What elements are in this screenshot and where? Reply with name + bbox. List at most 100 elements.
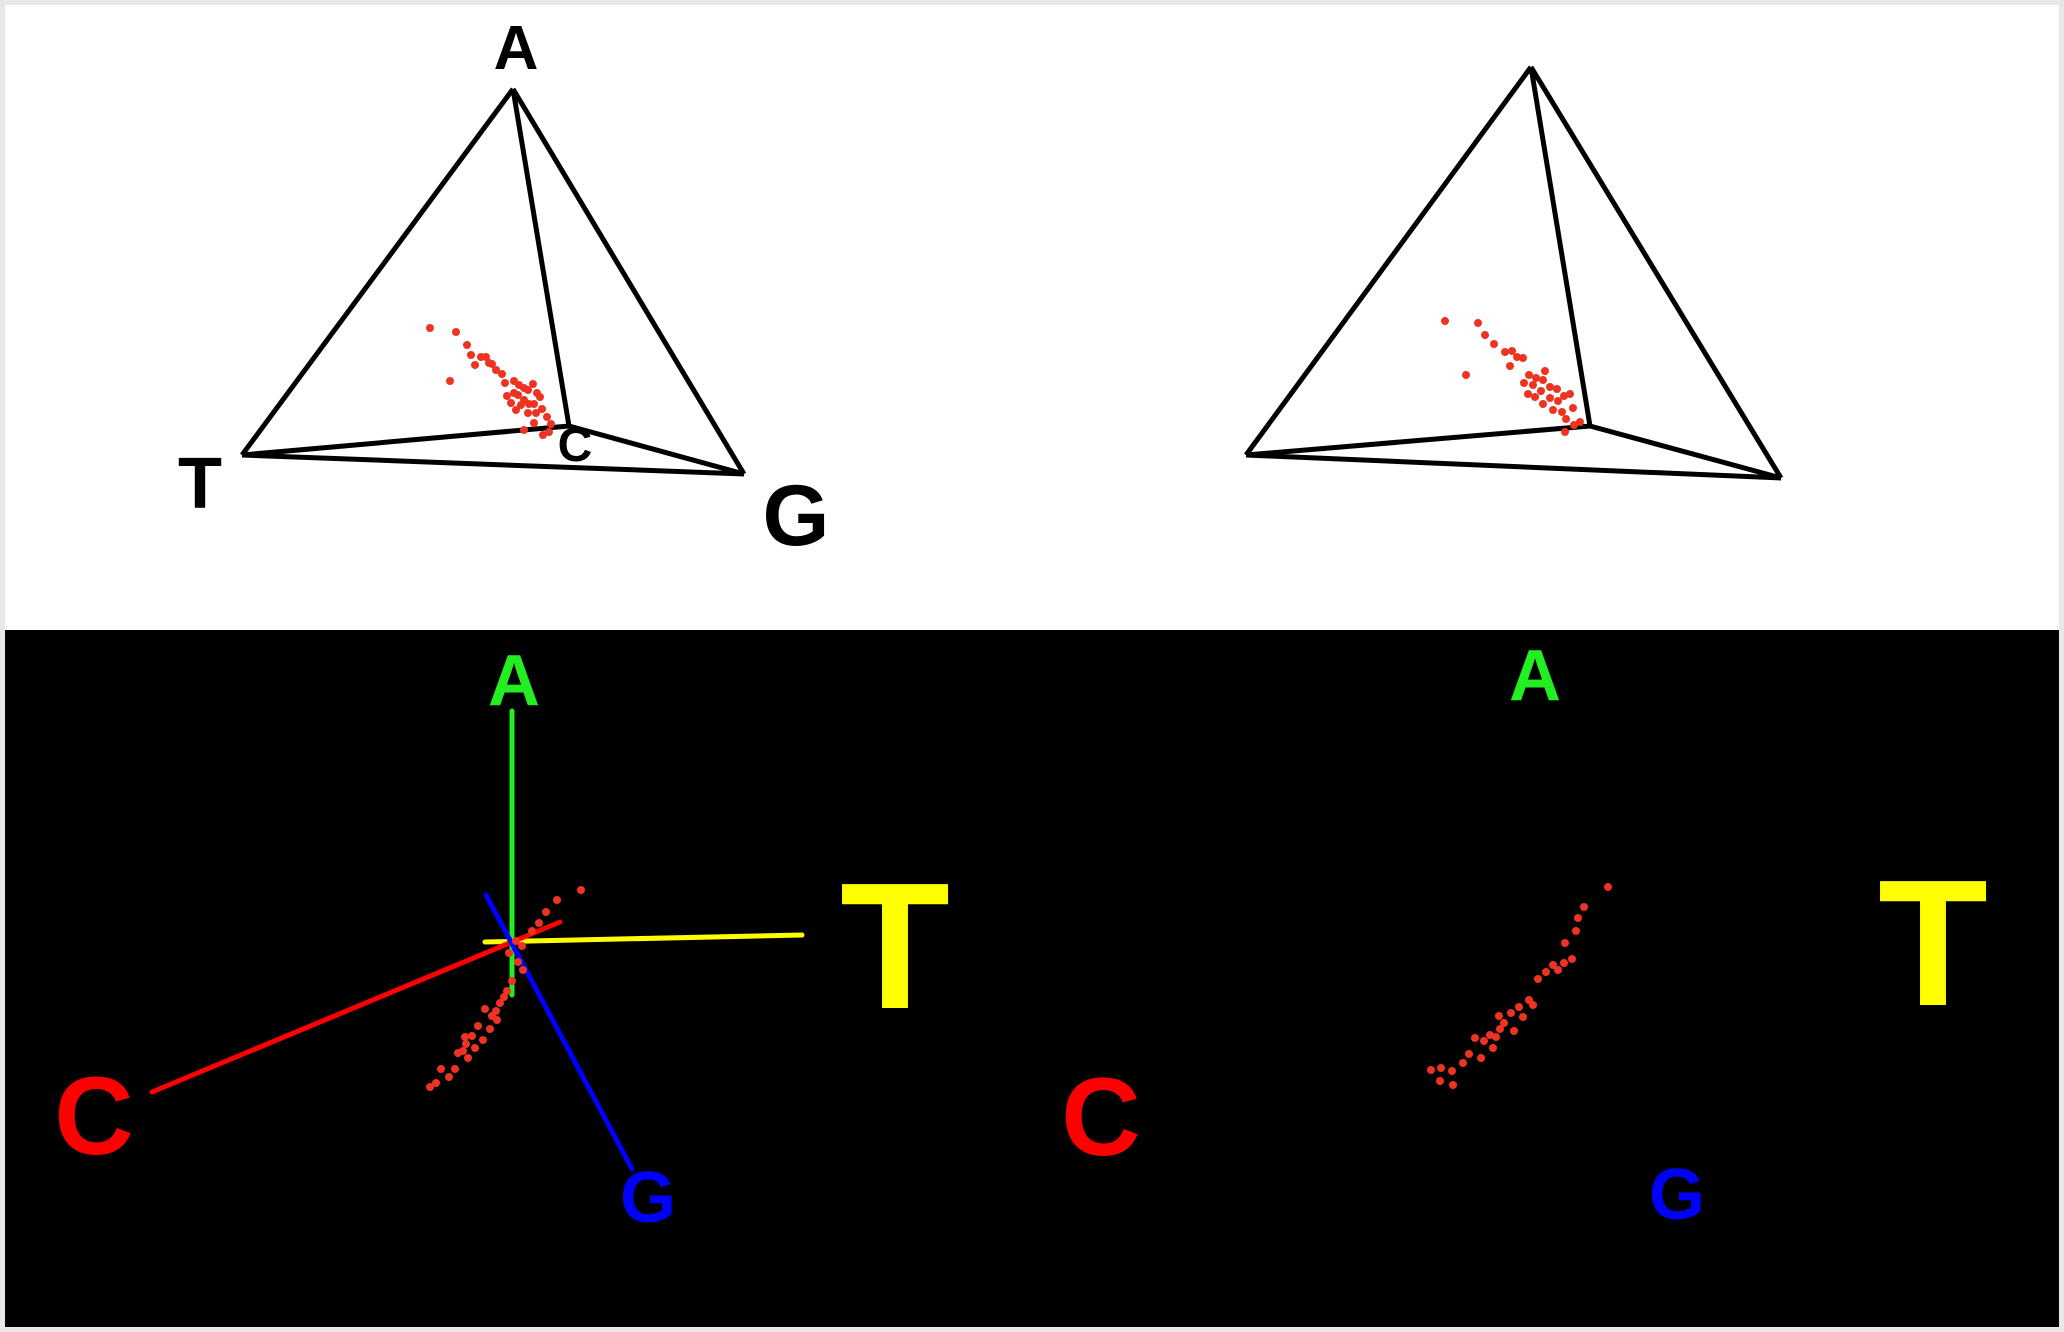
data-point	[545, 428, 553, 436]
data-point	[503, 392, 511, 400]
bottom-panel: A T C G A T C G	[5, 630, 2059, 1327]
edge-a-t	[239, 87, 516, 457]
data-point	[1507, 1009, 1515, 1017]
edge-a-c	[1528, 66, 1593, 427]
tetrahedron-left	[239, 87, 747, 477]
data-point	[1520, 379, 1528, 387]
data-point	[503, 987, 511, 995]
data-point	[1541, 367, 1549, 375]
data-point	[510, 389, 518, 397]
vertex-label-t: T	[178, 444, 222, 524]
data-point	[1510, 1027, 1518, 1035]
point-cloud-bottom-left	[426, 886, 585, 1091]
axis-label-c: C	[1061, 1056, 1140, 1179]
data-point	[446, 377, 454, 385]
tetrahedron-figure: A T C G	[5, 14, 2059, 1327]
vertex-label-g: G	[763, 468, 830, 564]
data-point	[1561, 428, 1569, 436]
data-point	[530, 419, 538, 427]
data-point	[1529, 381, 1537, 389]
axis-label-g: G	[620, 1158, 676, 1238]
data-point	[1427, 1066, 1435, 1074]
data-point	[1486, 1031, 1494, 1039]
data-point	[468, 1032, 476, 1040]
data-point	[1436, 1077, 1444, 1085]
data-point	[1495, 1012, 1503, 1020]
vertex-label-a: A	[494, 14, 539, 83]
data-point	[464, 1054, 472, 1062]
data-point	[1525, 371, 1533, 379]
data-point	[1477, 1054, 1485, 1062]
data-point	[426, 1083, 434, 1091]
data-point	[532, 409, 540, 417]
edge-a-c	[510, 88, 572, 427]
data-point	[471, 1044, 479, 1052]
data-point	[1508, 347, 1516, 355]
axis-t	[482, 932, 805, 945]
data-point	[1570, 421, 1578, 429]
data-point	[496, 999, 504, 1007]
top-panel: A T C G	[178, 14, 1784, 564]
data-point	[1501, 348, 1509, 356]
data-point	[517, 401, 525, 409]
edge-t-c	[1245, 423, 1591, 458]
data-point	[479, 1036, 487, 1044]
data-point	[1489, 1044, 1497, 1052]
point-cloud-top-right	[1441, 317, 1584, 436]
axis-c	[149, 919, 563, 1095]
axis-label-a: A	[1509, 636, 1561, 716]
data-point	[471, 361, 479, 369]
axes-left	[149, 708, 805, 1172]
point-cloud-top-left	[426, 324, 555, 439]
data-point	[507, 399, 515, 407]
data-point	[1546, 394, 1554, 402]
data-point	[1562, 415, 1570, 423]
data-point	[452, 328, 460, 336]
data-point	[1574, 914, 1582, 922]
data-point	[1560, 959, 1568, 967]
data-point	[1465, 1050, 1473, 1058]
data-point	[500, 993, 508, 1001]
data-point	[538, 405, 546, 413]
data-point	[432, 1079, 440, 1087]
data-point	[508, 977, 516, 985]
data-point	[437, 1065, 445, 1073]
data-point	[498, 370, 506, 378]
data-point	[1471, 1034, 1479, 1042]
tetrahedron-right	[1243, 65, 1784, 481]
data-point	[1496, 1025, 1504, 1033]
data-point	[1542, 968, 1550, 976]
data-point	[505, 949, 513, 957]
data-point	[1554, 397, 1562, 405]
axis-label-c: C	[54, 1055, 133, 1178]
data-point	[426, 324, 434, 332]
data-point	[524, 409, 532, 417]
data-point	[461, 1033, 469, 1041]
data-point	[542, 908, 550, 916]
data-point	[529, 380, 537, 388]
data-point	[1524, 390, 1532, 398]
data-point	[1546, 383, 1554, 391]
data-point	[451, 1065, 459, 1073]
data-point	[539, 431, 547, 439]
axis-label-t: T	[840, 846, 950, 1047]
bottom-panel-background	[5, 630, 2059, 1327]
data-point	[1437, 1064, 1445, 1072]
vertex-label-c: C	[558, 419, 593, 472]
axis-label-g: G	[1649, 1155, 1705, 1235]
data-point	[1558, 408, 1566, 416]
data-point	[1553, 385, 1561, 393]
data-point	[1490, 340, 1498, 348]
data-point	[1459, 1059, 1467, 1067]
data-point	[463, 341, 471, 349]
data-point	[1449, 1081, 1457, 1089]
data-point	[519, 966, 527, 974]
edge-a-t	[1243, 65, 1534, 457]
data-point	[518, 942, 526, 950]
data-point	[486, 1025, 494, 1033]
edge-a-g	[510, 87, 747, 476]
data-point	[1519, 354, 1527, 362]
data-point	[553, 896, 561, 904]
data-point	[547, 420, 555, 428]
